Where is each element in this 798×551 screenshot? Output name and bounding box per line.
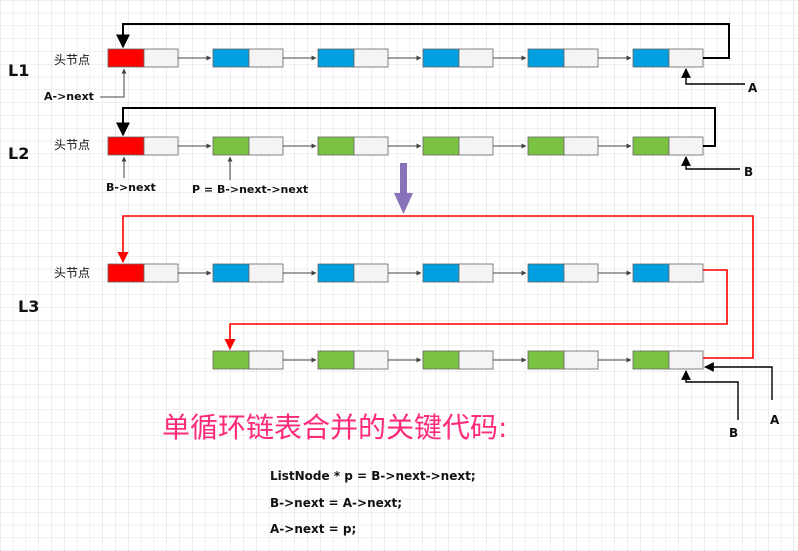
head-node-label-l3: 头节点 xyxy=(54,266,90,280)
code-title: 单循环链表合并的关键代码: xyxy=(162,411,507,444)
list-l1: L1 头节点 xyxy=(8,23,758,103)
circular-link-l1 xyxy=(116,23,730,59)
list-l3: L3 头节点 xyxy=(18,215,780,440)
circular-link-l2 xyxy=(116,107,716,147)
label-l2: L2 xyxy=(8,144,29,163)
node-l1-0 xyxy=(107,48,179,68)
merge-link-b-to-head xyxy=(117,215,754,359)
label-l1: L1 xyxy=(8,61,29,80)
code-line-2: B->next = A->next; xyxy=(270,496,402,510)
node-l3-7 xyxy=(317,350,389,370)
head-node-label-l2: 头节点 xyxy=(54,138,90,152)
node-l2-4 xyxy=(527,136,599,156)
label-a-l3: A xyxy=(770,413,780,427)
node-l1-1 xyxy=(212,48,284,68)
node-l1-2 xyxy=(317,48,389,68)
merge-link-a-to-b xyxy=(224,269,728,351)
pointer-b-l2 xyxy=(681,156,740,170)
label-a-l1: A xyxy=(748,81,758,95)
node-l2-2 xyxy=(317,136,389,156)
code-block: ListNode * p = B->next->next; B->next = … xyxy=(270,469,476,536)
code-line-1: ListNode * p = B->next->next; xyxy=(270,469,476,483)
node-l2-0 xyxy=(107,136,179,156)
node-l2-3 xyxy=(422,136,494,156)
node-l1-5 xyxy=(632,48,704,68)
node-l3-9 xyxy=(527,350,599,370)
label-b-next: B->next xyxy=(106,181,156,194)
node-l3-10 xyxy=(632,350,704,370)
code-line-3: A->next = p; xyxy=(270,522,356,536)
node-l3-0 xyxy=(107,263,179,283)
node-l3-1 xyxy=(212,263,284,283)
pointer-a-next xyxy=(100,68,127,98)
label-p-assign: P = B->next->next xyxy=(192,183,308,196)
list-l2: L2 头节点 xyxy=(8,107,753,196)
node-l1-4 xyxy=(527,48,599,68)
node-l3-8 xyxy=(422,350,494,370)
node-l3-2 xyxy=(317,263,389,283)
node-l3-5 xyxy=(632,263,704,283)
node-l3-6 xyxy=(212,350,284,370)
label-b-l2: B xyxy=(744,165,753,179)
node-l3-3 xyxy=(422,263,494,283)
label-a-next: A->next xyxy=(44,90,94,103)
pointer-a-l3 xyxy=(704,362,773,400)
head-node-label-l1: 头节点 xyxy=(54,53,90,67)
node-l3-4 xyxy=(527,263,599,283)
label-l3: L3 xyxy=(18,297,39,316)
node-l1-3 xyxy=(422,48,494,68)
node-l2-1 xyxy=(212,136,284,156)
node-l2-5 xyxy=(632,136,704,156)
big-down-arrow xyxy=(394,163,413,214)
pointer-a-l1 xyxy=(681,68,745,85)
label-b-l3: B xyxy=(729,426,738,440)
pointer-b-l3 xyxy=(681,370,739,420)
